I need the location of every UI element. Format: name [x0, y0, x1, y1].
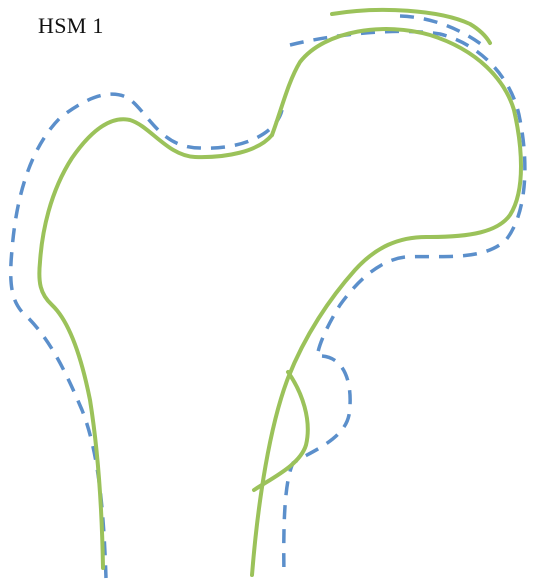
dashed-contour [11, 16, 525, 578]
solid-outer-outline [252, 29, 521, 575]
solid-lesser-trochanter [254, 372, 308, 490]
dashed-inner-outline [11, 94, 282, 578]
solid-head-cap [332, 10, 490, 43]
solid-inner-outline [39, 119, 272, 568]
